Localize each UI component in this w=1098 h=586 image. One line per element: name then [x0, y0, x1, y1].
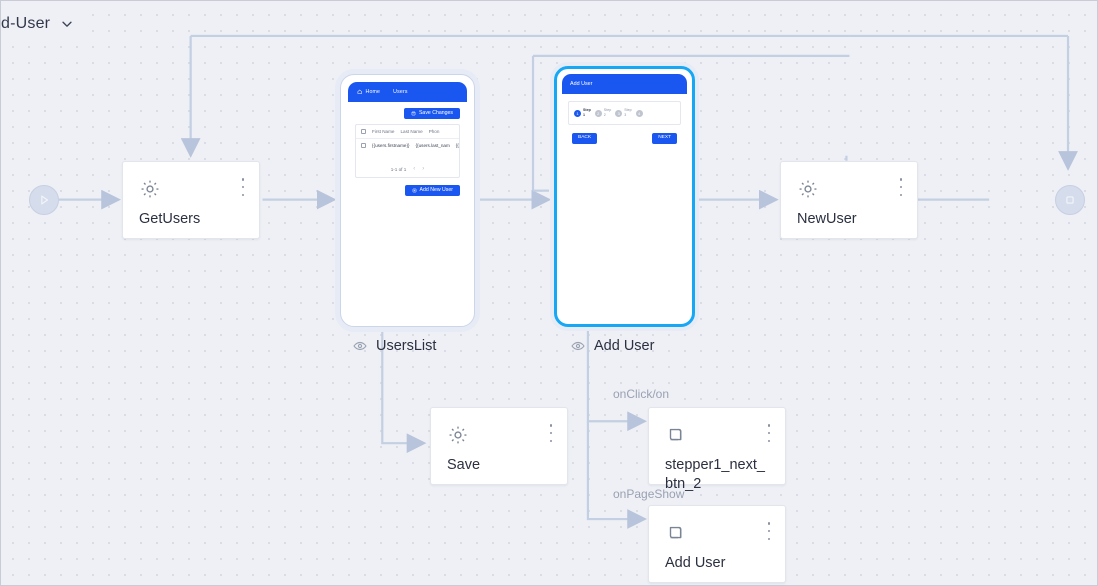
play-icon: [41, 195, 49, 205]
caption-userslist[interactable]: UsersList: [353, 338, 436, 354]
step-label-line1: Step: [603, 108, 612, 113]
node-label: Add User: [665, 555, 726, 571]
add-new-user-button[interactable]: Add New User: [404, 185, 460, 197]
screen-frame-adduser[interactable]: Add User 1 Step 1 2 Step 2: [554, 66, 695, 327]
gear-icon: [139, 178, 161, 200]
page-title: d-User: [1, 15, 51, 32]
more-options-icon[interactable]: [767, 522, 771, 540]
node-label: stepper1_next_btn_2: [665, 457, 765, 492]
pagination-range: 1-1 of 1: [390, 166, 407, 172]
caption-label: UsersList: [376, 338, 437, 354]
start-node[interactable]: [29, 185, 59, 215]
node-getusers[interactable]: GetUsers: [122, 161, 260, 239]
save-changes-label: Save Changes: [418, 110, 453, 116]
step-label-line1: Step: [624, 108, 632, 113]
screen-frame-userslist[interactable]: Home Users Save Changes: [340, 74, 475, 327]
col-phone: Phon: [428, 129, 440, 135]
stop-square-icon: [1066, 196, 1074, 204]
node-add-user-script[interactable]: Add User: [648, 505, 786, 583]
node-label: NewUser: [797, 211, 857, 227]
step-3[interactable]: 3 Step 3: [615, 108, 632, 117]
col-first-name: First Name: [372, 129, 395, 135]
caption-adduser[interactable]: Add User: [571, 338, 654, 354]
table-header-row: First Name Last Name Phon: [356, 125, 459, 140]
step-dot: 4: [635, 109, 643, 117]
col-last-name: Last Name: [400, 129, 423, 135]
node-save[interactable]: Save: [430, 407, 568, 485]
select-all-checkbox[interactable]: [361, 129, 366, 135]
node-label: GetUsers: [139, 211, 201, 227]
gear-icon: [447, 424, 469, 446]
home-icon: [357, 89, 362, 94]
script-icon: [665, 522, 687, 544]
screen-canvas-adduser: Add User 1 Step 1 2 Step 2: [562, 74, 687, 319]
breadcrumb-header[interactable]: d-User: [1, 13, 83, 37]
table-row[interactable]: {{users.firstname}} {{users.last_nam {{u…: [356, 139, 459, 152]
step-label-line2: 1: [583, 113, 585, 117]
add-icon: [412, 188, 416, 193]
cell-last-name: {{users.last_nam: [415, 143, 450, 149]
save-changes-button[interactable]: Save Changes: [403, 108, 460, 120]
step-label: Step 2: [604, 108, 611, 117]
step-label: Step 3: [624, 108, 631, 117]
more-options-icon[interactable]: [241, 178, 245, 196]
nav-home[interactable]: Home: [357, 89, 380, 95]
gear-icon: [797, 178, 819, 200]
step-dot: 1: [574, 109, 581, 117]
step-label-line1: Step: [583, 108, 591, 113]
more-options-icon[interactable]: [899, 178, 903, 196]
script-icon: [665, 424, 687, 446]
step-1[interactable]: 1 Step 1: [574, 108, 591, 117]
step-4[interactable]: 4: [635, 109, 643, 117]
chevron-down-icon[interactable]: [60, 17, 74, 31]
app-titlebar: Add User: [562, 74, 687, 94]
titlebar-label: Add User: [570, 81, 593, 87]
step-label-line2: 2: [603, 113, 606, 117]
nav-home-label: Home: [365, 89, 381, 95]
step-dot: 2: [594, 109, 602, 117]
step-2[interactable]: 2 Step 2: [594, 108, 611, 117]
stop-node[interactable]: [1055, 185, 1085, 215]
users-table: First Name Last Name Phon {{users.firstn…: [355, 124, 460, 179]
stepper: 1 Step 1 2 Step 2 3 Step: [568, 101, 681, 125]
back-button[interactable]: BACK: [572, 133, 598, 144]
table-pagination: 1-1 of 1 ‹ ›: [356, 166, 459, 172]
node-label: Save: [447, 457, 481, 473]
eye-icon[interactable]: [571, 339, 585, 353]
step-label: Step 1: [583, 108, 591, 117]
cell-phone: {{user: [455, 143, 459, 149]
caption-label: Add User: [594, 338, 655, 354]
more-options-icon[interactable]: [767, 424, 771, 442]
step-dot: 3: [615, 109, 623, 117]
row-checkbox[interactable]: [361, 143, 366, 149]
more-options-icon[interactable]: [549, 424, 553, 442]
edge-label-onclick: onClick/on: [609, 386, 674, 402]
chevron-left-icon[interactable]: ‹: [413, 166, 416, 173]
app-navbar: Home Users: [348, 82, 467, 102]
node-stepper1-next-btn-2[interactable]: stepper1_next_btn_2: [648, 407, 786, 492]
save-icon: [411, 111, 416, 116]
next-button[interactable]: NEXT: [652, 133, 677, 144]
eye-icon[interactable]: [353, 339, 367, 353]
cell-first-name: {{users.firstname}}: [372, 143, 410, 149]
chevron-right-icon[interactable]: ›: [422, 166, 425, 173]
add-new-user-label: Add New User: [419, 187, 453, 194]
nav-users-label[interactable]: Users: [393, 89, 408, 95]
step-label-line2: 3: [624, 113, 627, 117]
screen-canvas-userslist: Home Users Save Changes: [348, 82, 467, 319]
node-newuser[interactable]: NewUser: [780, 161, 918, 239]
